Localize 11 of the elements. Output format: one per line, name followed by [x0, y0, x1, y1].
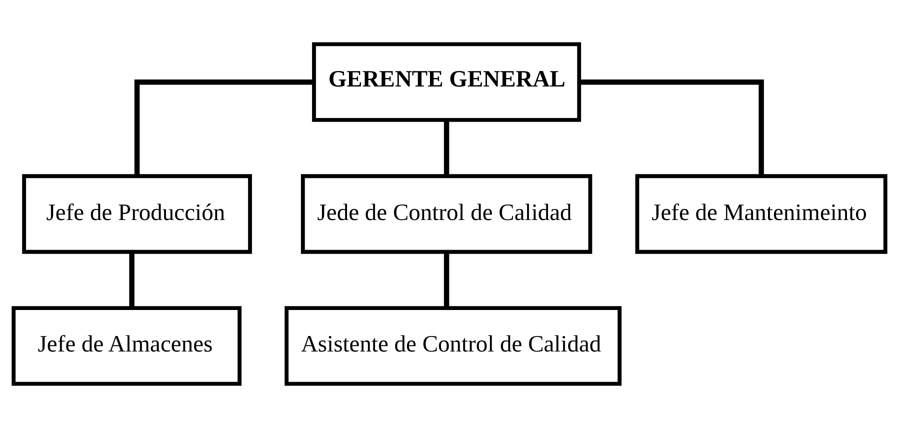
connector: [134, 78, 314, 176]
node-box: Jefe de Mantenimeinto: [635, 174, 888, 254]
node-box: Jefe de Producción: [22, 174, 252, 254]
connector: [444, 252, 450, 308]
node-box: Asistente de Control de Calidad: [284, 306, 622, 386]
connector: [129, 252, 134, 308]
node-box: GERENTE GENERAL: [312, 42, 582, 122]
connector: [444, 120, 450, 176]
node-box: Jede de Control de Calidad: [300, 174, 592, 254]
node-box: Jefe de Almacenes: [12, 306, 242, 386]
connector: [579, 78, 764, 176]
